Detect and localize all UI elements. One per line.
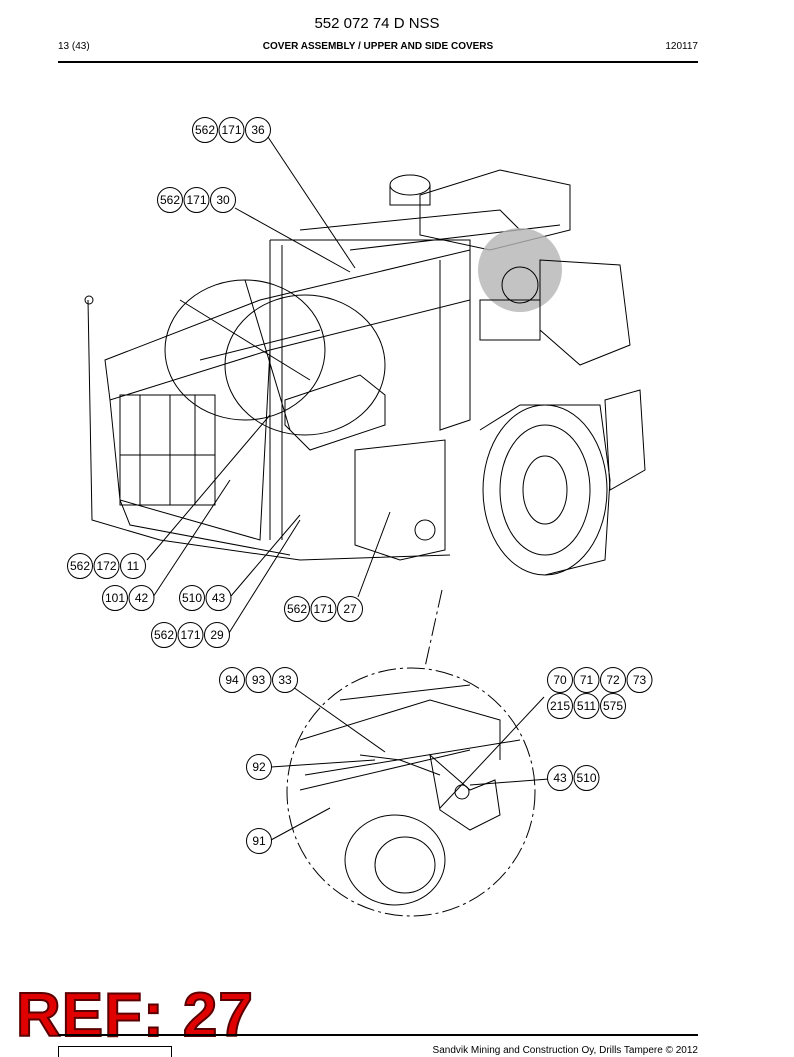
- callout-bubble: [218, 117, 245, 143]
- part-number-label: 43: [553, 771, 567, 785]
- callout-bubble: [600, 667, 626, 693]
- callout-bubble: [547, 765, 573, 791]
- document-date: 120117: [665, 41, 698, 52]
- callout-group: 562 171 36 562 171 30 562 172 11 101 42 510 43 562 171…: [67, 117, 653, 854]
- part-number-label: 562: [195, 123, 215, 137]
- part-number-label: 33: [278, 673, 292, 687]
- callout-101-42: 101 42: [102, 585, 155, 611]
- part-number-label: 91: [252, 834, 266, 848]
- leader-lines: [146, 136, 550, 841]
- part-number-label: 171: [186, 193, 206, 207]
- part-number-label: 29: [210, 628, 224, 642]
- callout-bubble: [128, 585, 155, 611]
- part-number-label: 92: [252, 760, 266, 774]
- part-number-label: 171: [221, 123, 241, 137]
- callout-bubble: [626, 667, 653, 693]
- callout-bubble: [284, 596, 310, 622]
- part-number-label: 575: [603, 699, 623, 713]
- part-number-label: 562: [287, 602, 307, 616]
- callout-43-510: 43 510: [547, 765, 600, 791]
- part-number-label: 94: [225, 673, 239, 687]
- part-number-label: 562: [154, 628, 174, 642]
- part-number-label: 30: [216, 193, 230, 207]
- callout-bubble: [102, 585, 128, 611]
- callout-bubble: [310, 596, 337, 622]
- part-number-label: 42: [135, 591, 149, 605]
- document-number: 552 072 74 D NSS: [314, 15, 440, 32]
- part-number-label: 27: [343, 602, 357, 616]
- part-number-label: 510: [576, 771, 596, 785]
- page-title: COVER ASSEMBLY / UPPER AND SIDE COVERS: [262, 41, 494, 52]
- part-number-label: 11: [127, 559, 140, 573]
- callout-bubble: [547, 667, 573, 693]
- callout-bubble: [573, 693, 600, 719]
- part-number-label: 72: [606, 673, 620, 687]
- callout-91: 91: [246, 828, 272, 854]
- part-number-label: 172: [96, 559, 116, 573]
- part-number-label: 510: [182, 591, 202, 605]
- callout-70-71-72-73: 70 71 72 73: [547, 667, 653, 693]
- callout-562-171-27: 562 171 27: [284, 596, 363, 622]
- callout-bubble: [337, 596, 363, 622]
- callout-bubble: [205, 585, 232, 611]
- detail-view: [286, 589, 536, 917]
- page-header: 13 (43) COVER ASSEMBLY / UPPER AND SIDE …: [58, 41, 698, 57]
- side-cover: [284, 374, 646, 561]
- hose-reel: [164, 279, 386, 436]
- part-number-label: 70: [553, 673, 567, 687]
- callout-215-511-575: 215 511 575: [547, 693, 626, 719]
- part-number-label: 171: [180, 628, 200, 642]
- callout-562-171-29: 562 171 29: [151, 622, 230, 648]
- reference-stamp: REF: 27: [15, 981, 254, 1050]
- callout-bubble: [192, 117, 218, 143]
- callout-510-43: 510 43: [179, 585, 232, 611]
- callout-bubble: [67, 553, 93, 579]
- callout-562-172-11: 562 172 11: [67, 553, 146, 579]
- callout-bubble: [120, 553, 146, 579]
- part-number-label: 101: [105, 591, 125, 605]
- callout-94-93-33: 94 93 33: [219, 667, 298, 693]
- part-number-label: 562: [160, 193, 180, 207]
- footer-divider: [58, 1034, 698, 1036]
- page-reference: 13 (43): [58, 41, 90, 52]
- part-number-label: 73: [633, 673, 647, 687]
- callout-bubble: [573, 667, 600, 693]
- part-number-label: 43: [212, 591, 226, 605]
- callout-bubble: [246, 754, 272, 780]
- callout-bubble: [179, 585, 205, 611]
- part-number-label: 511: [577, 699, 596, 713]
- part-number-label: 171: [313, 602, 333, 616]
- callout-bubble: [245, 117, 271, 143]
- machine-frame: [84, 209, 561, 561]
- exploded-view-drawing: 562 171 36 562 171 30 562 172 11 101 42 510 43 562 171…: [67, 117, 653, 917]
- footer-copyright: Sandvik Mining and Construction Oy, Dril…: [432, 1045, 698, 1056]
- callout-bubble: [547, 693, 573, 719]
- callout-bubble: [219, 667, 245, 693]
- callout-bubble: [600, 693, 626, 719]
- part-number-label: 215: [550, 699, 570, 713]
- callout-bubble: [245, 667, 272, 693]
- callout-92: 92: [246, 754, 272, 780]
- callout-bubble: [151, 622, 177, 648]
- callout-bubble: [183, 187, 210, 213]
- callout-bubble: [157, 187, 183, 213]
- callout-bubble: [204, 622, 230, 648]
- engine-block: [389, 169, 631, 366]
- part-number-label: 36: [251, 123, 265, 137]
- callout-bubble: [177, 622, 204, 648]
- rear-wheel: [479, 404, 611, 576]
- part-number-label: 71: [580, 673, 594, 687]
- part-number-label: 562: [70, 559, 90, 573]
- callout-562-171-30: 562 171 30: [157, 187, 236, 213]
- callout-bubble: [246, 828, 272, 854]
- header-divider: [58, 61, 698, 63]
- part-number-label: 93: [252, 673, 266, 687]
- callout-bubble: [272, 667, 298, 693]
- callout-bubble: [93, 553, 120, 579]
- callout-bubble: [210, 187, 236, 213]
- callout-bubble: [573, 765, 600, 791]
- callout-562-171-36: 562 171 36: [192, 117, 271, 143]
- company-logo: [58, 1046, 172, 1057]
